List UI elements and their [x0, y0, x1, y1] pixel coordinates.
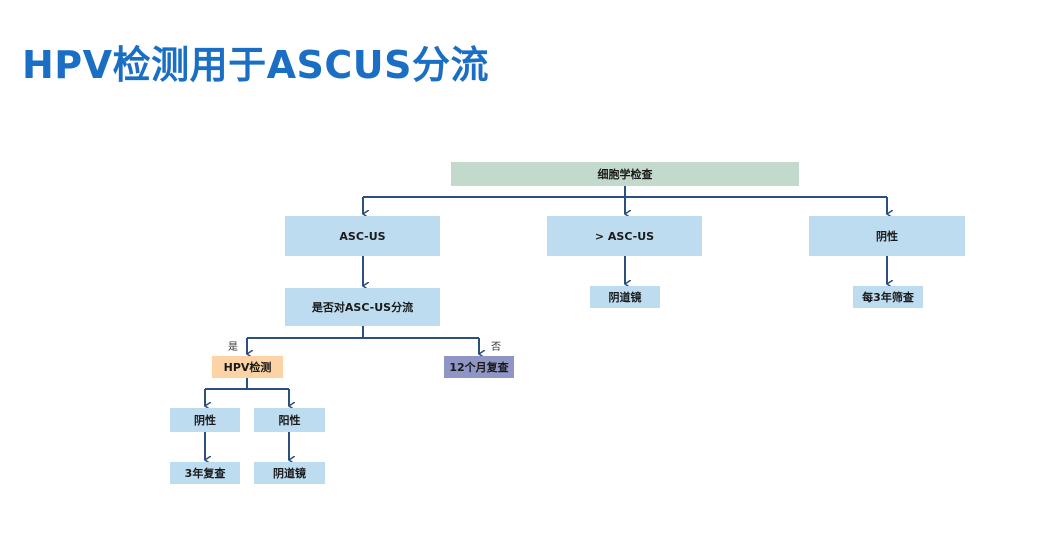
edge-label-no: 否 [491, 342, 501, 353]
node-triage-question: 是否对ASC-US分流 [285, 288, 440, 326]
node-ascus: ASC-US [285, 216, 440, 256]
node-hpv-positive: 阳性 [254, 408, 325, 432]
node-gt-ascus: > ASC-US [547, 216, 702, 256]
node-hpv-negative: 阴性 [170, 408, 240, 432]
edge-label-yes: 是 [228, 342, 238, 353]
node-negative-top: 阴性 [809, 216, 965, 256]
node-recheck-12-months: 12个月复查 [444, 356, 514, 378]
node-recheck-3-years: 3年复查 [170, 462, 240, 484]
node-cytology: 细胞学检查 [451, 162, 799, 186]
node-every-3-years: 每3年筛查 [853, 286, 923, 308]
node-colposcopy-gt: 阴道镜 [590, 286, 660, 308]
node-hpv-test: HPV检测 [212, 356, 283, 378]
page-title: HPV检测用于ASCUS分流 [22, 43, 489, 87]
node-colposcopy-pos: 阴道镜 [254, 462, 325, 484]
